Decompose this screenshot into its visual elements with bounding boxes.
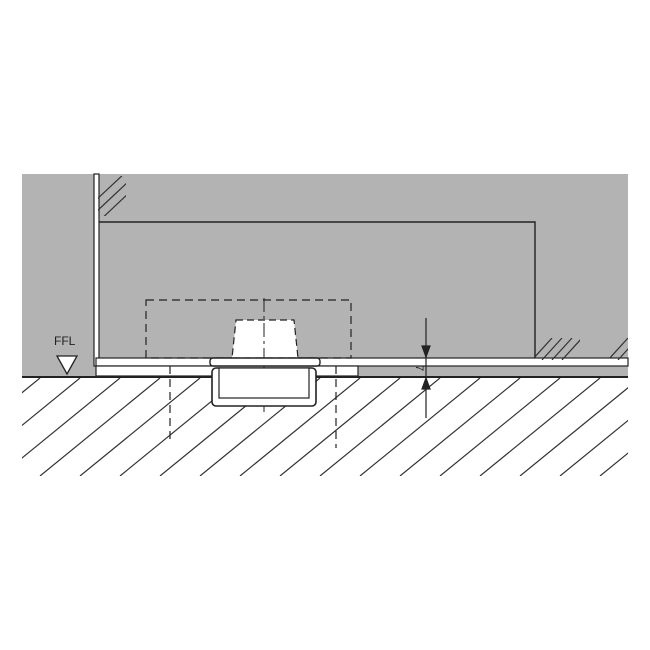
right-hatch-1 — [534, 338, 580, 360]
pivot-flange — [209, 357, 321, 367]
door-leaf-outline — [99, 221, 536, 358]
dimension-marker — [421, 318, 431, 418]
floor-hatch — [22, 378, 628, 476]
glass-hatch-top — [98, 176, 126, 216]
pivot-pin — [231, 319, 299, 359]
wall-panel — [22, 174, 628, 378]
threshold-strip — [95, 357, 629, 367]
floor-level-label: FFL — [54, 334, 76, 348]
right-hatch-2 — [610, 338, 628, 360]
floor-socket-inner — [218, 367, 310, 399]
triangle-down-icon — [55, 355, 79, 376]
dimension-label: 7 — [413, 365, 425, 371]
glass-edge — [93, 173, 100, 367]
